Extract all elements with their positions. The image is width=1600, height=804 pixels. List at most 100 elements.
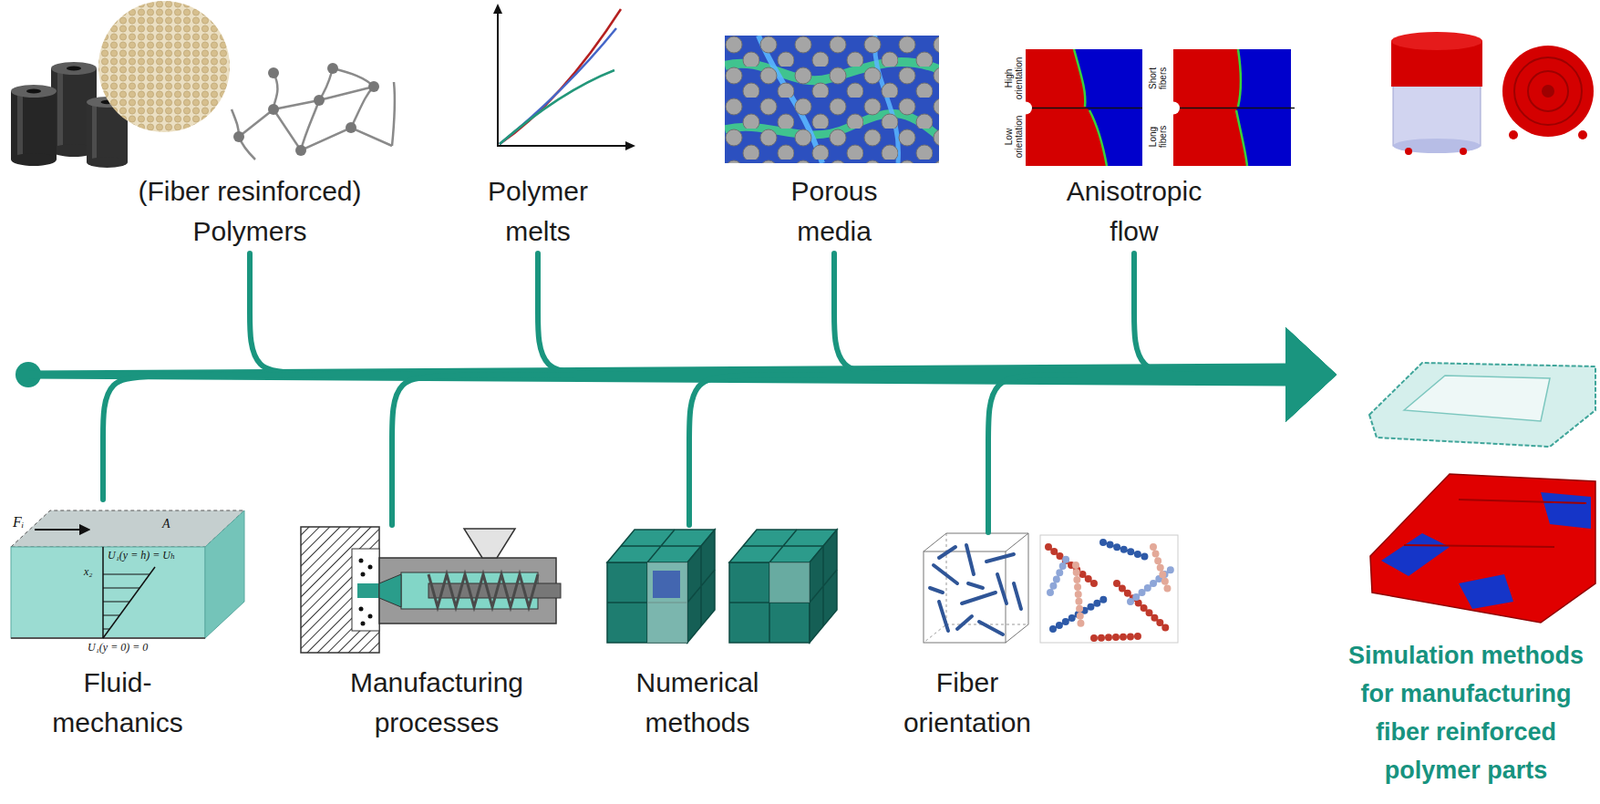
flow-front-panels [1019,49,1295,166]
node-text: Anisotropic flow [1047,171,1221,252]
couette-flow-figure-part [10,547,206,639]
polymer-network-part [268,67,279,79]
polymer-network-part [350,86,374,128]
flow-front-panels-part [1019,102,1033,115]
arrowhead [1285,327,1337,423]
fiber-orientation-figure-part-part [968,583,983,589]
branch-connector [537,253,1337,423]
molded-part-housing-part [1514,57,1582,125]
viscosity-chart-part [499,9,621,145]
injection-molding-figure-part [379,574,402,608]
mesh-cells-figure-part [607,529,715,643]
molded-part-housing-part [1502,45,1594,137]
molded-part-panel-part [1458,574,1514,610]
injection-molding-figure-part [359,607,364,612]
branch-connector [392,327,1337,526]
fiber-spools-part [66,66,82,72]
couette-flow-figure-part [103,574,150,576]
topic-label: Fiber orientation [880,532,1054,744]
branch-line [1134,253,1288,375]
couette-flow-figure-part [103,601,130,603]
couette-flow-figure-part [103,588,140,589]
arrowhead [1285,327,1337,423]
fiber-orientation-figure-part-part [1075,565,1082,630]
topic-label: Fluid- mechanics [40,499,196,744]
branch-line [988,374,1288,533]
fiber-orientation-figure-part-part [979,621,1003,635]
molded-part-housing-part [1404,147,1413,155]
molded-part-housing-part [1527,71,1569,112]
molded-part-panel-part [1370,474,1596,623]
molded-part-panel-part [1403,499,1587,548]
arrowhead [1285,327,1337,423]
molded-part-housing [1391,31,1594,155]
branch-connector [249,253,1337,423]
node-text: Numerical methods [610,662,785,744]
polymer-network-part [295,144,307,156]
axis-symbol: x₂ [83,565,93,579]
fiber-orientation-figure-part [923,533,1029,643]
mesh-cells-figure-part [769,562,810,603]
couette-flow-figure-part [10,637,206,640]
injection-molding-figure-part [359,558,364,564]
polymer-network-part [368,81,380,93]
couette-flow-figure-part [34,528,90,531]
polymer-granules-part [98,0,230,133]
branch-line [249,253,1288,375]
fiber-spools-part [26,89,42,94]
molded-part-housing-part [1391,31,1483,51]
topic-label: Polymer melts [460,171,616,252]
arrowhead [1285,327,1337,423]
panel-label: Long fibers [1147,118,1168,155]
boundary-condition: U₁(y = 0) = 0 [87,640,148,655]
injection-molding-figure [300,526,561,653]
fiber-orientation-figure-part-part [939,547,956,558]
fiber-spools-part [10,91,57,160]
molded-part-housing-part [1508,130,1518,140]
branch-connector [103,327,1337,500]
fiber-orientation-figure-part [1048,542,1171,639]
fiber-spools-part [51,61,97,75]
panel-label: Low orientation [1003,111,1024,163]
viscosity-chart [493,3,636,151]
fiber-orientation-figure-part-part [957,616,972,630]
arrowhead [1285,327,1337,423]
couette-flow-figure-part [102,547,104,639]
polymer-granules [98,0,230,133]
molded-part-housing-part [1578,130,1588,140]
polymer-network-part [392,82,395,146]
injection-molding-figure-part [357,583,380,599]
arrowhead [1285,327,1337,423]
molded-part-housing-part [1459,147,1467,155]
node-text: Polymer melts [460,171,616,252]
panel-label: High orientation [1003,52,1024,104]
mesh-cells-figure-part [647,562,688,643]
injection-molding-figure-part [351,548,380,631]
fiber-orientation-figure-part-part [1050,557,1067,593]
viscosity-chart-part [499,28,617,145]
node-text: (Fiber resinforced) Polymers [113,171,387,252]
mesh-cells-figure-part [729,529,837,643]
branch-line [537,253,1288,375]
fiber-spools-part [57,68,63,151]
force-symbol: Fᵢ [12,513,24,531]
couette-flow-figure-part [103,629,110,630]
polymer-network [231,62,395,160]
fiber-spools-part [10,153,57,166]
fiber-orientation-figure-part-part [986,554,1014,562]
couette-flow-figure-part [103,567,155,639]
topic-label: Anisotropic flow [1047,171,1221,252]
flow-front-panels-part [1025,49,1143,166]
topic-label: Manufacturing processes [327,525,547,744]
branch-line [392,374,1288,526]
branch-line [834,253,1288,375]
injection-molding-figure-part [368,565,373,570]
injection-molding-figure-part [464,528,516,558]
porous-media-figure-part [724,35,940,164]
molded-part-panel-part [1381,533,1450,577]
node-text: Simulation methods for manufacturing fib… [1336,636,1596,790]
polymer-network-part [327,62,339,74]
molded-part-panel [1370,474,1596,623]
